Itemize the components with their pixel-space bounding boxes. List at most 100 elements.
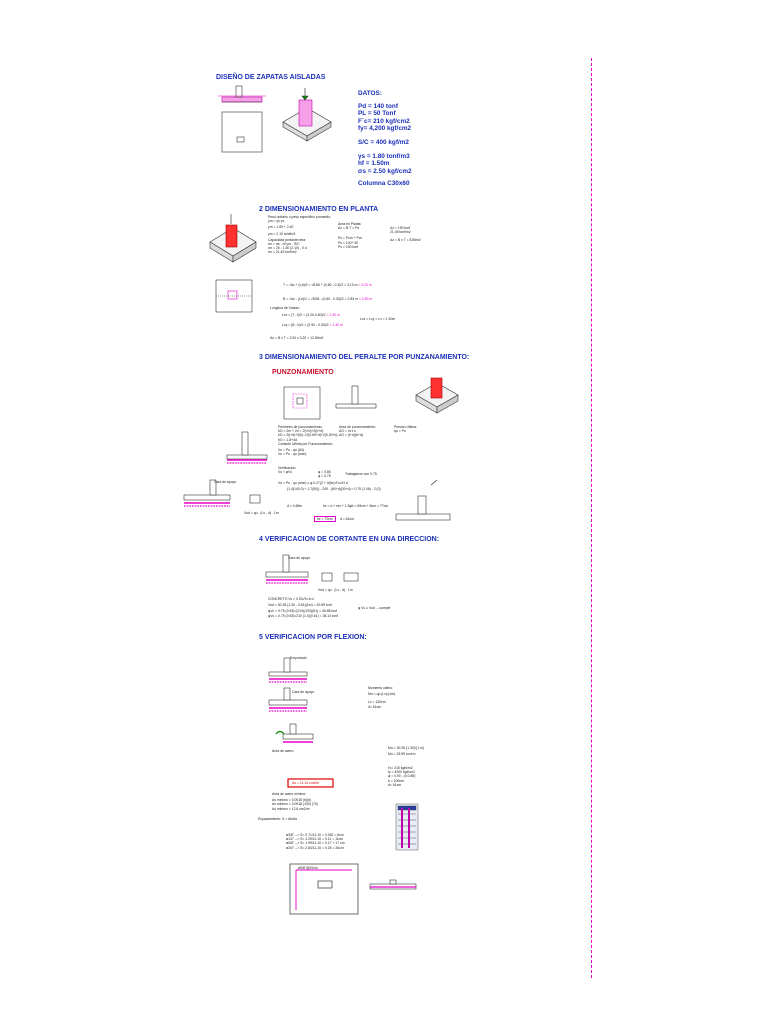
s2-line: Peso unitario o peso especifico promedio… — [268, 215, 331, 219]
s5-as-min: Area de acero minimo: As minimo = 0.0018… — [272, 792, 318, 811]
section-4-title: 4 VERIFICACION DE CORTANTE EN UNA DIRECC… — [259, 536, 440, 543]
s2-calc-area-r: Az = 190 tonf 21.45 tonf/m2 Az = B x T =… — [390, 226, 421, 243]
s3-line: Vu < φVc — [278, 470, 293, 475]
s3-trabajamos: Trabajamos con 0.75 — [345, 472, 377, 476]
s5-line: Mu = qu.(Lv)²(1m) — [368, 692, 396, 697]
s5-line: As minimo = 12.6 cm2/m — [272, 806, 310, 811]
s3-cara-label: Cara de apoyo — [214, 480, 237, 484]
datos-columna: Columna C30x60 — [358, 180, 410, 188]
s5-line: φ = 0.90 - (0.0.85) — [388, 774, 416, 779]
s5-line: d= 61cm — [388, 782, 402, 787]
s2-t-eq: T = √Az + (t-b)/2 = √8.86 + (0.60 - 0.3)… — [283, 283, 358, 287]
s3-line: bO = 2(t+d)+2(b) =2(0.60+d)+2(0.30+d) — [278, 433, 338, 438]
s5-line: d= 61cm — [368, 704, 382, 709]
s3-line: AO = (t+d)(b+d) — [339, 433, 363, 438]
punz-plan — [283, 386, 321, 420]
s2-line: Ps = 190 tonf — [338, 244, 359, 249]
rebar-table — [395, 803, 419, 851]
s3-area: Area de punzonamiento: AO = m x n AO = (… — [339, 425, 376, 438]
s3-phi: φ = 0.85 φ = 0.75 — [318, 470, 331, 478]
s2-lvx-result: = 1.30 m — [326, 313, 340, 317]
s5-line: Lv = 130cm — [368, 700, 386, 705]
s3-line: Verificacion: — [278, 466, 297, 470]
s2-az: Az = B x T = 2.90 x 3.20 = 12.80m2 — [270, 336, 324, 340]
s2-lvx: Lvx = (T - t)/2 = (3.20-0.60)/2 = 1.30 m — [282, 313, 340, 317]
s4-cumple: φ Vc ≥ Vud ....cumple — [358, 606, 391, 610]
s5-bar-label: ø5/8"@20cm — [298, 866, 318, 870]
s2-lvx-eq: Lvx = (T - t)/2 = (3.20-0.60)/2 — [282, 313, 326, 317]
s3-hz: hz = d + rec + 1.5φb = 69cm + 8cm = 77cm — [323, 504, 389, 508]
s4-line: CONCRETO Vc = 0.53√f'c.b.d — [268, 597, 314, 601]
s2-lv: Longitud de Volado: — [270, 306, 300, 310]
s2-t-calc: T = √Az + (t-b)/2 = √8.86 + (0.60 - 0.3)… — [283, 283, 372, 287]
s3-hz-result: hz = 70cm — [314, 516, 336, 523]
margin-guide-line — [591, 58, 592, 978]
s2-lvy-eq: Lvy = (B - b)/2 = (2.90 - 0.30)/2 — [282, 323, 329, 327]
s5-line: ø5/8" --> S= 1.99/11.10 = 0.17 = 17 cm — [286, 841, 345, 846]
s3-line: φ = 0.85 — [318, 470, 331, 474]
s3-vu-sub: (1.4(140.0) + 1.7(50)) - 240 . (60+d)(30… — [287, 487, 381, 491]
s3-line: Perimetro de punzonamiento: — [278, 425, 323, 429]
shear-elev-2 — [321, 572, 359, 582]
s3-line: AO = m x n — [339, 429, 357, 434]
s3-perimetro: Perimetro de punzonamiento: bO = 2m + 2n… — [278, 425, 337, 456]
s5-line: Momento ultimo: — [368, 686, 394, 690]
s3-line: Area de punzonamiento: — [339, 425, 376, 429]
s2-line: σn = 25 - 1.50 (2.10) - 0.4 — [268, 246, 307, 251]
s2-line: γm = 2.10 tonf/m3 — [268, 231, 296, 236]
flex-elev-3 — [275, 723, 314, 743]
s2-line: Ps = 140+ 50 — [338, 240, 359, 245]
footing-elevation-1 — [218, 85, 266, 103]
s5-line: As minimo = 0.0018 (100) (70) — [272, 802, 318, 807]
s2-lvres: Lvx = Lvy = Lv = 1.30m — [360, 317, 396, 321]
s5-line: Area de acero minimo: — [272, 792, 307, 796]
s5-cara: Cara de apoyo — [292, 690, 315, 694]
s3-line: Vu = Pu - qu (mxn) — [278, 452, 307, 457]
final-plan-drawing — [289, 863, 359, 915]
s2-line: 21.45 tonf/m2 — [390, 230, 411, 235]
as-result-box — [287, 778, 334, 788]
s5-materials: f'c= 210 kgf/cm2 fy = 4200 kgf/cm2 φ = 0… — [388, 766, 415, 787]
document-title: DISEÑO DE ZAPATAS AISLADAS — [216, 74, 326, 81]
section-2-title: 2 DIMENSIONAMIENTO EN PLANTA — [259, 206, 379, 213]
s2-b-calc: B = √Az - (t-b)/2 = √8.86 - (0.60 - 0.30… — [283, 297, 372, 301]
footing-plan-2 — [215, 279, 253, 313]
s5-line: ø3/8" --> S= 0.71/11.10 = 0.062 = 6cm — [286, 833, 344, 837]
section-3-subtitle: PUNZONAMIENTO — [272, 369, 334, 376]
s3-line: bO = 1.8+4d — [278, 437, 297, 442]
s2-line: Az = 190 tonf — [390, 226, 411, 230]
datos-hf: hf = 1.50m — [358, 160, 390, 168]
s5-line: fy = 4200 kgf/cm2 — [388, 770, 415, 775]
final-section-drawing — [369, 879, 417, 890]
datos-block: DATOS: Pd = 140 tonf PL = 50 Tonf F`c= 2… — [358, 90, 412, 188]
s2-line: Az = B·T = Ps — [338, 226, 360, 231]
s5-mu-result: Mu = 30.28 (1.30)²(1 m) Mu = 25.59 tonf.… — [388, 746, 424, 756]
footing-3d-2 — [209, 214, 257, 263]
s3-d-result: d = 61cm — [340, 517, 355, 521]
datos-pd: Pd = 140 tonf — [358, 102, 398, 110]
section-3-title: 3 DIMENSIONAMIENTO DEL PERALTE POR PUNZA… — [259, 354, 470, 361]
s5-empotrado: Empotrado — [290, 656, 307, 660]
datos-fc: F`c= 210 kgf/cm2 — [358, 117, 410, 125]
s2-calc-left: Peso unitario o peso especifico promedio… — [268, 215, 331, 255]
s3-presion: Presion Ultima: qu = Pu — [394, 425, 417, 433]
punz-elevation — [335, 385, 377, 409]
flex-elev-1 — [268, 657, 308, 683]
s2-lvy: Lvy = (B - b)/2 = (2.90 - 0.30)/2 = 1.30… — [282, 323, 343, 327]
s3-vud: Vud = qu . (Lv - d) . 1m — [244, 511, 279, 515]
s5-momento: Momento ultimo: Mu = qu.(Lv)²(1m) Lv = 1… — [368, 686, 395, 709]
datos-header: DATOS: — [358, 90, 382, 97]
s4-line: φVc = 0.75 (0.53)√210 (1.0)(0.61) = 35.1… — [268, 613, 338, 618]
s5-line: b = 100cm — [388, 778, 404, 783]
footing-plan-1 — [221, 111, 263, 153]
s2-b-eq: B = √Az - (t-b)/2 = √8.86 - (0.60 - 0.30… — [283, 297, 358, 301]
s2-calc-area: Area en Planta: Az = B·T = Ps Ps = Pcm +… — [338, 222, 362, 249]
s4-line: φVc = 0.75 (0.53)√(210)(100)(61) = 46.85… — [268, 609, 338, 614]
datos-sc: S/C = 400 kgf/m2 — [358, 138, 409, 146]
s5-spacing-list: ø3/8" --> S= 0.71/11.10 = 0.062 = 6cm ø1… — [286, 833, 345, 850]
footing-3d-1 — [282, 88, 332, 142]
s5-line: ø1/2" --> S= 1.29/11.10 = 0.11 = 11cm — [286, 837, 344, 842]
s5-line: f'c= 210 kgf/cm2 — [388, 766, 413, 770]
punz-shear-elev — [183, 479, 261, 507]
